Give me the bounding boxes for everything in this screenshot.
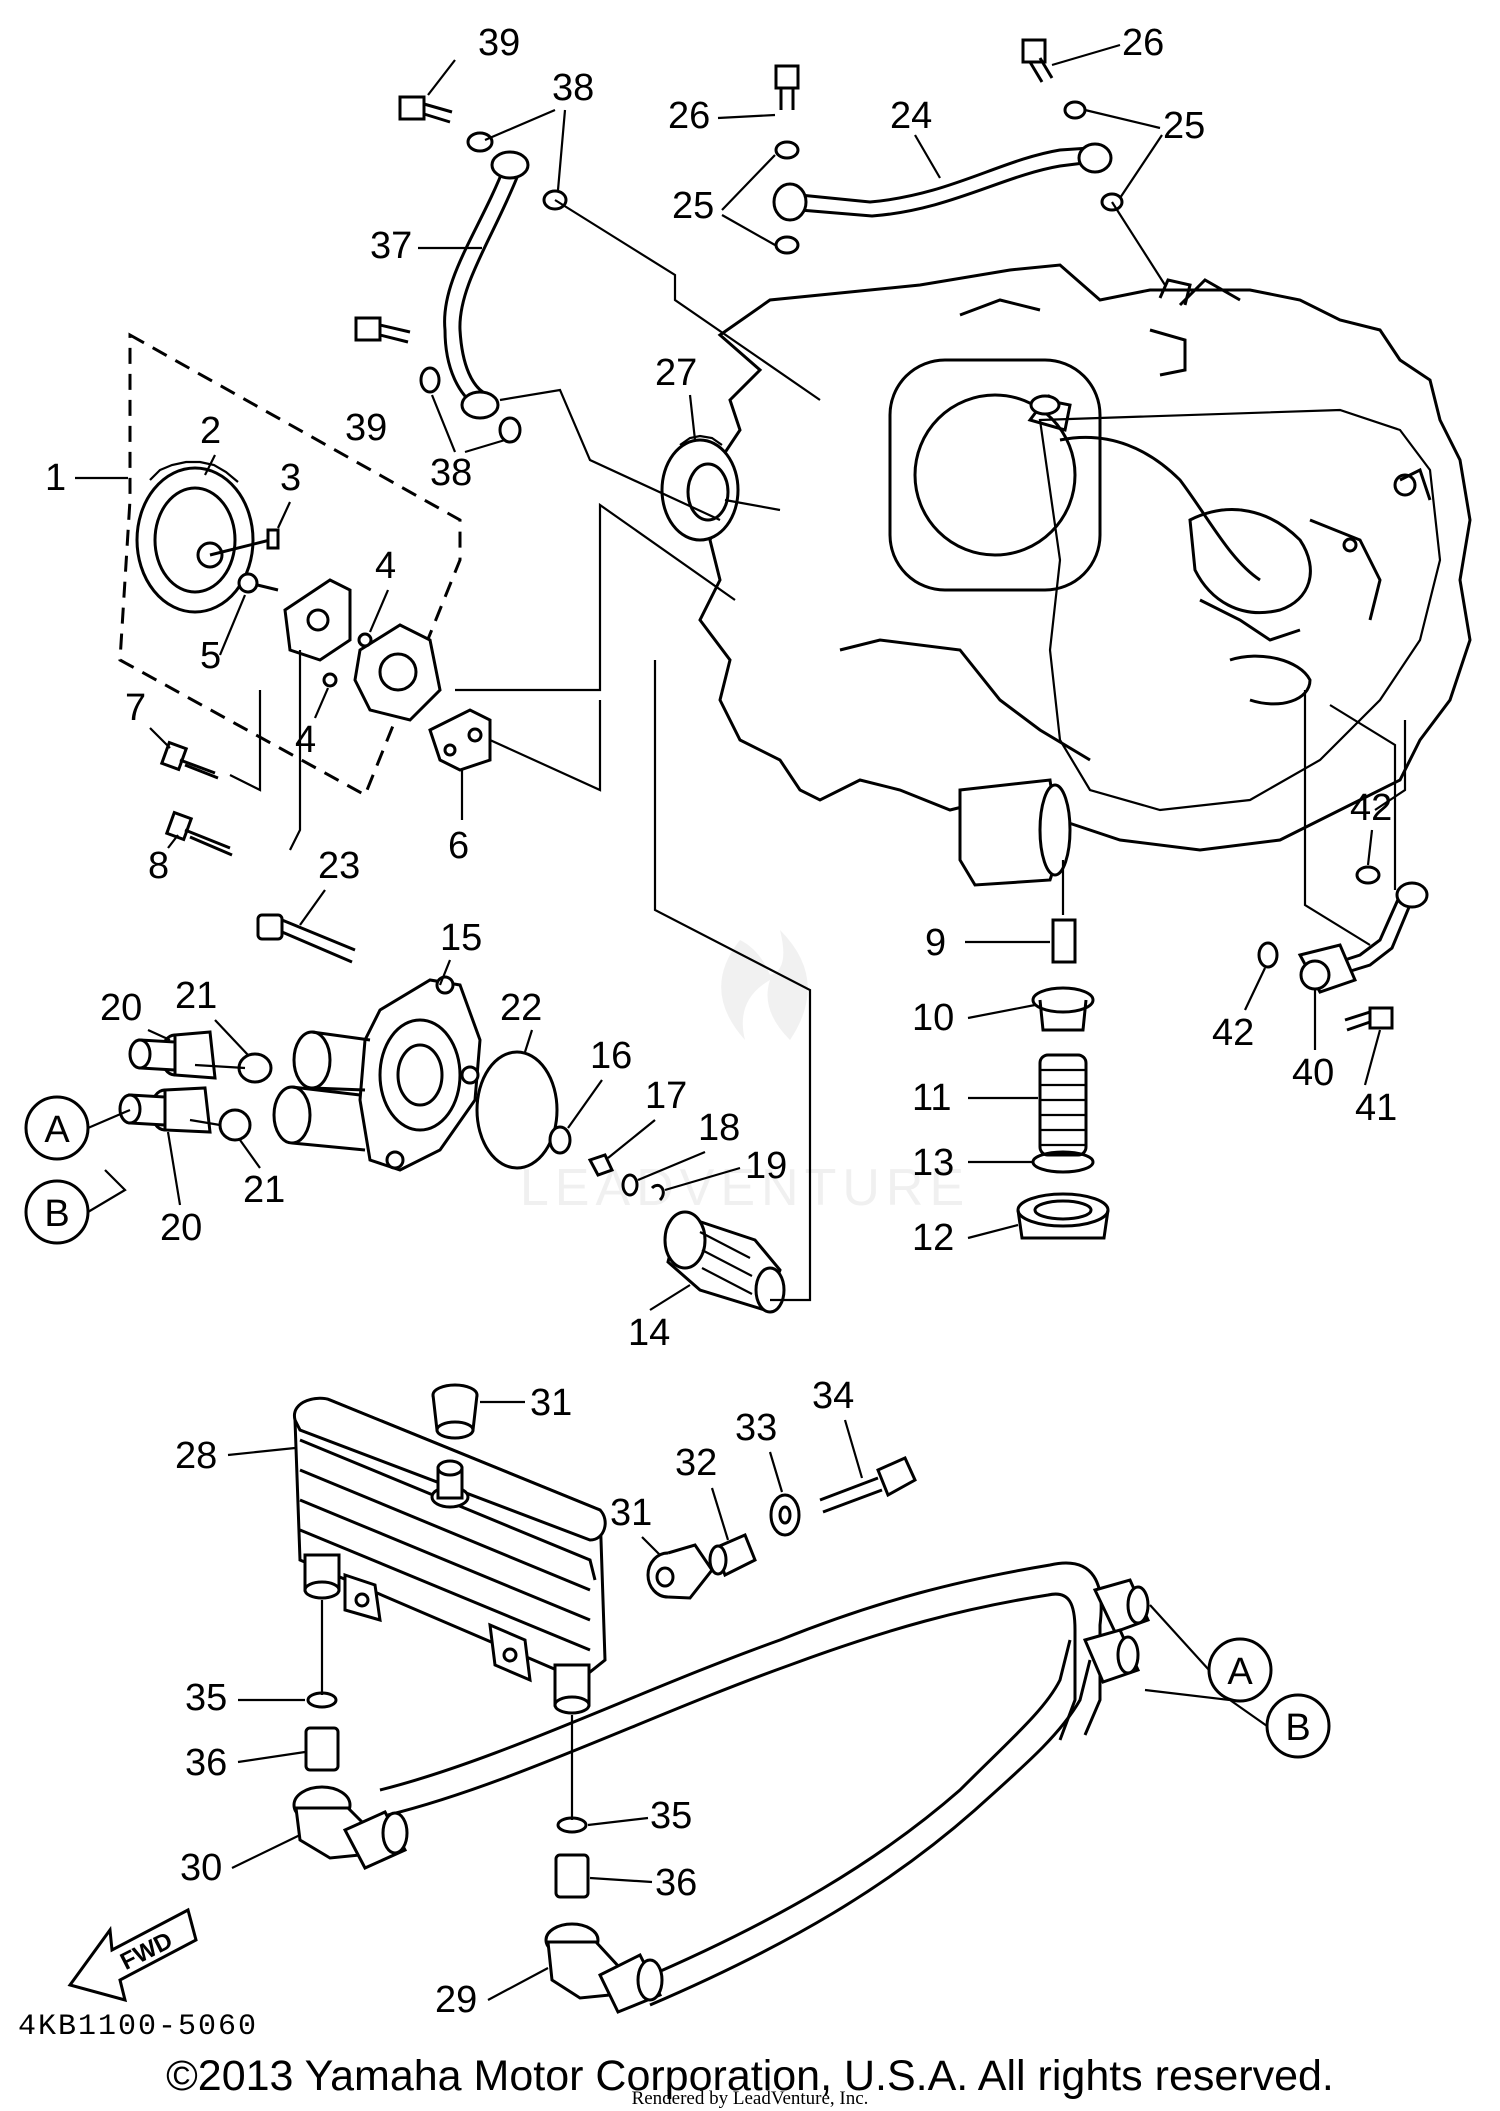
callout-42-bottom: 42 (1212, 1012, 1254, 1054)
callout-22: 22 (500, 987, 542, 1029)
copyright-notice: ©2013 Yamaha Motor Corporation, U.S.A. A… (166, 2052, 1334, 2100)
leadventure-watermark: LEADVENTURE (520, 930, 964, 1217)
callout-42-top: 42 (1350, 787, 1392, 829)
callout-20-top: 20 (100, 987, 142, 1029)
strainer-parts (1016, 865, 1429, 1240)
callout-20-bottom: 20 (160, 1207, 202, 1249)
connector-a-right-label: A (1227, 1651, 1253, 1693)
callout-21-bottom: 21 (243, 1169, 285, 1211)
oil-delivery-pipes (354, 38, 1124, 542)
connector-a-left-label: A (44, 1109, 70, 1151)
callout-33: 33 (735, 1407, 777, 1449)
callout-31-top: 31 (530, 1382, 572, 1424)
callout-26-right: 26 (1122, 22, 1164, 64)
rendered-by-notice: Rendered by LeadVenture, Inc. (631, 2088, 869, 2109)
callout-28: 28 (175, 1435, 217, 1477)
cooler-fasteners (431, 1383, 917, 1600)
callout-35-top: 35 (185, 1677, 227, 1719)
callout-18: 18 (698, 1107, 740, 1149)
oil-filter-cover-parts (118, 913, 786, 1314)
callout-5: 5 (200, 635, 221, 677)
oil-cooler-hoses (292, 1561, 1151, 2014)
callout-35-bottom: 35 (650, 1795, 692, 1837)
callout-13: 13 (912, 1142, 954, 1184)
callout-29: 29 (435, 1979, 477, 2021)
callout-16: 16 (590, 1035, 632, 1077)
callout-9: 9 (925, 922, 946, 964)
callout-8: 8 (148, 845, 169, 887)
callout-39-top: 39 (478, 22, 520, 64)
connector-b-left-label: B (44, 1193, 69, 1235)
part-code: 4KB1100-5060 (18, 2010, 259, 2044)
callout-40: 40 (1292, 1052, 1334, 1094)
callout-34: 34 (812, 1375, 854, 1417)
callout-7: 7 (125, 687, 146, 729)
callout-labels: 39 38 37 39 38 26 24 26 25 25 27 1 2 3 4… (45, 22, 1397, 2021)
connector-a-left: A (24, 1095, 131, 1161)
callout-36-top: 36 (185, 1742, 227, 1784)
callout-38-top: 38 (552, 67, 594, 109)
callout-4-top: 4 (375, 545, 396, 587)
callout-15: 15 (440, 917, 482, 959)
callout-24: 24 (890, 95, 932, 137)
callout-19: 19 (745, 1145, 787, 1187)
callout-12: 12 (912, 1217, 954, 1259)
callout-14: 14 (628, 1312, 670, 1354)
oil-pump-assembly (118, 332, 492, 798)
callout-41: 41 (1355, 1087, 1397, 1129)
callout-30: 30 (180, 1847, 222, 1889)
pump-bolts (159, 740, 233, 857)
callout-21-top: 21 (175, 975, 217, 1017)
callout-32: 32 (675, 1442, 717, 1484)
connector-a-right: A (1149, 1604, 1273, 1703)
connector-b-left: B (24, 1169, 127, 1245)
callout-26-left: 26 (668, 95, 710, 137)
callout-1: 1 (45, 457, 66, 499)
crankcase (698, 263, 1472, 887)
callout-38-bottom: 38 (430, 452, 472, 494)
callout-2: 2 (200, 410, 221, 452)
callout-4-bottom: 4 (295, 719, 316, 761)
callout-23: 23 (318, 845, 360, 887)
connector-b-right: B (1144, 1688, 1331, 1759)
callout-27: 27 (655, 352, 697, 394)
callout-37: 37 (370, 225, 412, 267)
callout-17: 17 (645, 1075, 687, 1117)
callout-39-bottom: 39 (345, 407, 387, 449)
oil-cooler (293, 1396, 607, 1715)
callout-25-left: 25 (672, 185, 714, 227)
callout-31-right: 31 (610, 1492, 652, 1534)
callout-36-bottom: 36 (655, 1862, 697, 1904)
callout-6: 6 (448, 825, 469, 867)
callout-11: 11 (912, 1077, 951, 1119)
reference-lines (189, 199, 1407, 1302)
callout-3: 3 (280, 457, 301, 499)
fwd-arrow-icon: FWD (67, 1907, 198, 2003)
connector-b-right-label: B (1285, 1707, 1310, 1749)
callout-10: 10 (912, 997, 954, 1039)
callout-25-right: 25 (1163, 105, 1205, 147)
